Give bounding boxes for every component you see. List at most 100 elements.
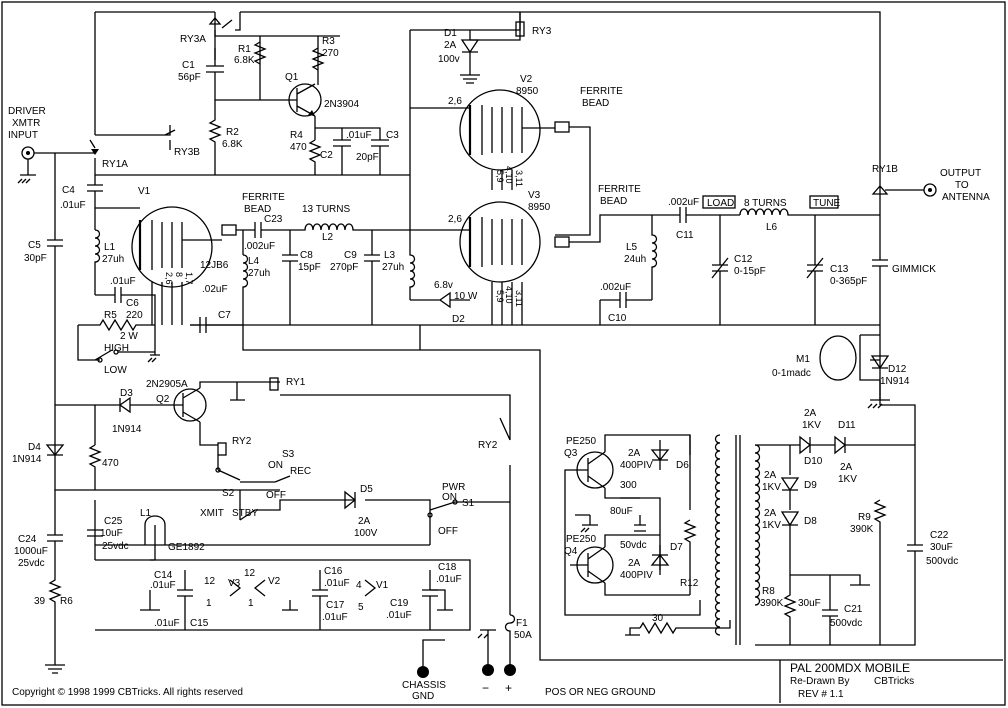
- meter-m1: [819, 334, 890, 409]
- c14-name: C14: [154, 570, 173, 581]
- d2-volt: 6.8v: [434, 280, 453, 291]
- r12-name: R12: [680, 578, 699, 589]
- d9-amp: 2A: [764, 470, 777, 481]
- low-label: LOW: [104, 365, 127, 376]
- c24-name: C24: [18, 534, 37, 545]
- pwr-label: PWR: [442, 482, 465, 493]
- c24-value: 1000uF: [14, 546, 48, 557]
- v3-heater: V3: [228, 578, 241, 589]
- v3-tube: [420, 201, 680, 326]
- r30-value: 30: [652, 613, 664, 624]
- ry1b-label: RY1B: [872, 164, 898, 175]
- ry2-label-b: RY2: [478, 440, 498, 451]
- q1-type: 2N3904: [324, 99, 359, 110]
- load-label: LOAD: [707, 198, 734, 209]
- c15-value: .01uF: [154, 618, 180, 629]
- c22-name: C22: [930, 530, 949, 541]
- c25-value: 10uF: [100, 528, 123, 539]
- q3-name: Q3: [564, 448, 578, 459]
- ry3a-label: RY3A: [180, 34, 206, 45]
- c1-name: C1: [182, 60, 195, 71]
- c8-name: C8: [300, 250, 313, 261]
- l1-value: 27uh: [102, 254, 124, 265]
- text-labels: DRIVER XMTR INPUT OUTPUT TO ANTENNA RY3A…: [8, 26, 990, 702]
- ry3b-label: RY3B: [174, 147, 200, 158]
- c13-name: C13: [830, 264, 849, 275]
- tune-label: TUNE: [813, 198, 841, 209]
- d8-amp: 2A: [764, 508, 777, 519]
- c7-name: C7: [218, 310, 231, 321]
- lamp-name: L1: [140, 508, 152, 519]
- d9-name: D9: [804, 480, 817, 491]
- r5-watt: 2 W: [120, 331, 138, 342]
- r3-value: 270: [322, 48, 339, 59]
- v3-pin-410: 4,10: [504, 286, 514, 304]
- s1-label: S1: [462, 498, 475, 509]
- power-terminals: [417, 614, 516, 678]
- title-block-frame: [779, 659, 1003, 703]
- d3-name: D3: [120, 388, 133, 399]
- v1-pin-8: 8: [174, 272, 184, 277]
- output-label-3: ANTENNA: [942, 192, 990, 203]
- m1-value: 0-1madc: [772, 368, 811, 379]
- d10-amp: 2A: [804, 408, 817, 419]
- v2-pin-410: 4,10: [504, 166, 514, 184]
- c12-name: C12: [734, 254, 753, 265]
- copyright: Copyright © 1998 1999 CBTricks. All righ…: [12, 687, 243, 698]
- title-text: PAL 200MDX MOBILE: [790, 661, 910, 675]
- stby-label: STBY: [232, 508, 258, 519]
- v2-type: 8950: [516, 86, 539, 97]
- c16-name: C16: [324, 566, 343, 577]
- c22-value: 30uF: [930, 542, 953, 553]
- d2-watt: 10 W: [454, 291, 478, 302]
- driver-label-2: XMTR: [12, 118, 40, 129]
- v2-tube: [410, 89, 591, 236]
- c15-name: C15: [190, 618, 209, 629]
- d7-volt: 400PIV: [620, 570, 653, 581]
- plus-label: +: [505, 681, 512, 695]
- d5-name: D5: [360, 484, 373, 495]
- ry3-label: RY3: [532, 26, 552, 37]
- pin-1a: 1: [206, 598, 212, 609]
- c17-value: .01uF: [322, 612, 348, 623]
- r4-value: 470: [290, 142, 307, 153]
- lamp-type: GE1892: [168, 542, 205, 553]
- v1-heater: V1: [376, 580, 389, 591]
- c1-value: 56pF: [178, 72, 201, 83]
- v3-type: 8950: [528, 202, 551, 213]
- pin-l1: 1: [248, 598, 254, 609]
- c21-value: 30uF: [798, 598, 821, 609]
- d7-name: D7: [670, 542, 683, 553]
- c19-value: .01uF: [386, 610, 412, 621]
- d1-volt: 100v: [438, 54, 460, 65]
- c11-value: .002uF: [668, 197, 699, 208]
- d11-amp: 2A: [840, 462, 853, 473]
- q4-type: PE250: [566, 534, 596, 545]
- v2-pin-311: 3,11: [514, 170, 524, 187]
- r6-value: 39: [34, 596, 46, 607]
- revision: REV # 1.1: [798, 689, 844, 700]
- r3-name: R3: [322, 36, 335, 47]
- c5-value: 30pF: [24, 253, 47, 264]
- l3-name: L3: [384, 250, 396, 261]
- v3-pin-311: 3,11: [514, 290, 524, 307]
- d3-value: 1N914: [112, 424, 142, 435]
- c6-name: C6: [126, 298, 139, 309]
- d11-volt: 1KV: [838, 474, 857, 485]
- f1-value: 50A: [514, 630, 532, 641]
- r1-name: R1: [238, 44, 251, 55]
- l1-name: L1: [104, 242, 116, 253]
- v3-pin-59: 5,9: [495, 290, 505, 303]
- c8-value: 15pF: [298, 262, 321, 273]
- gimmick-label: GIMMICK: [892, 264, 936, 275]
- interstage-network: [190, 175, 470, 350]
- switches: [45, 455, 510, 674]
- output-network: [599, 180, 937, 405]
- r300-value: 300: [620, 480, 637, 491]
- c4-name: C4: [62, 185, 75, 196]
- r9-name: R9: [858, 512, 871, 523]
- driver-label-3: INPUT: [8, 130, 38, 141]
- hv-supply: [539, 404, 923, 661]
- l4-name: L4: [248, 256, 260, 267]
